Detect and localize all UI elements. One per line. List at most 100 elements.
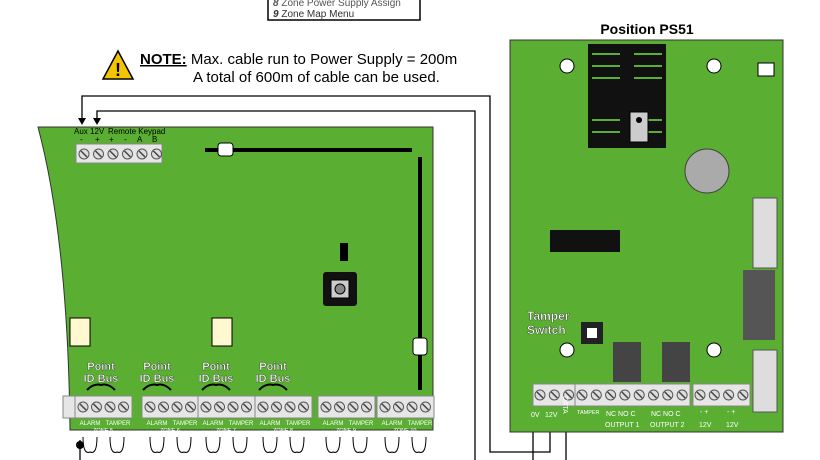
terminal-screw[interactable]: [723, 389, 735, 401]
terminal-screw[interactable]: [298, 401, 309, 413]
label: ZONE 9: [336, 428, 356, 434]
label: ZONE 5: [93, 428, 113, 434]
label: Remote Keypad: [108, 127, 165, 136]
label: ALARM: [260, 421, 281, 427]
terminal-screw[interactable]: [136, 148, 148, 160]
menu-box: 8 Zone Power Supply Assign 9 Zone Map Me…: [267, 0, 421, 21]
terminal-screw[interactable]: [271, 401, 282, 413]
terminal-screw[interactable]: [334, 401, 345, 413]
label: NC NO C: [606, 411, 636, 418]
label: ZONE 10: [394, 428, 417, 434]
terminal-screw[interactable]: [241, 401, 252, 413]
terminal-screw[interactable]: [676, 389, 688, 401]
terminal-screw[interactable]: [257, 401, 269, 413]
label: Point: [259, 361, 287, 373]
label: Point: [202, 361, 230, 373]
terminal-screw[interactable]: [91, 401, 102, 413]
label: Tamper: [527, 309, 570, 323]
terminal-screw[interactable]: [737, 389, 749, 401]
terminal-screw[interactable]: [118, 401, 129, 413]
terminal-screw[interactable]: [93, 148, 104, 160]
terminal-screw[interactable]: [227, 401, 239, 413]
label: +: [109, 135, 114, 144]
terminal-screw[interactable]: [361, 401, 372, 413]
terminal-screw[interactable]: [144, 401, 156, 413]
label: Zone Map Menu: [281, 9, 354, 20]
terminal-screw[interactable]: [393, 401, 404, 413]
terminal-screw[interactable]: [708, 389, 720, 401]
reset-button: [323, 272, 357, 306]
label: B: [152, 135, 157, 144]
terminal-screw[interactable]: [590, 389, 602, 401]
label: OUTPUT 1: [605, 422, 640, 429]
label: TAMPER: [349, 421, 374, 427]
terminal-screw[interactable]: [633, 389, 645, 401]
terminal-screw[interactable]: [320, 401, 332, 413]
terminal-screw[interactable]: [662, 389, 674, 401]
label: TAMPER: [173, 421, 198, 427]
label: TAMPER: [106, 421, 131, 427]
label: A total of 600m of cable can be used.: [193, 69, 440, 86]
terminal-screw[interactable]: [534, 389, 546, 401]
terminal-screw[interactable]: [104, 401, 116, 413]
label: Aux 12V: [74, 127, 105, 136]
label: TAMPER: [408, 421, 433, 427]
psu-terminal-block: [532, 383, 576, 407]
label: ID Bus: [84, 373, 119, 385]
label: +: [95, 135, 100, 144]
terminal-screw[interactable]: [563, 389, 575, 401]
label: DATA: [561, 396, 568, 414]
terminal-screw[interactable]: [107, 148, 119, 160]
svg-text:9 Zone Map Menu: 9 Zone Map Menu: [273, 9, 354, 20]
terminal-screw[interactable]: [605, 389, 617, 401]
label: ZONE 7: [216, 428, 236, 434]
svg-text:NOTE: Max. cable run to Power: NOTE: Max. cable run to Power Supply = 2…: [140, 51, 457, 68]
terminal-screw[interactable]: [77, 401, 89, 413]
svg-text:8 Zone Power Supply Assign: 8 Zone Power Supply Assign: [273, 0, 401, 9]
terminal-screw[interactable]: [185, 401, 196, 413]
label: 0V: [531, 412, 540, 419]
label: ZONE 6: [160, 428, 180, 434]
terminal-screw[interactable]: [158, 401, 169, 413]
label: 8: [273, 0, 279, 9]
control-panel-board: Aux 12V Remote Keypad - + + - A B PointI…: [37, 126, 435, 453]
ps-title: Position PS51: [600, 21, 694, 37]
terminal-screw[interactable]: [200, 401, 212, 413]
terminal-screw[interactable]: [648, 389, 659, 401]
label: ALARM: [382, 421, 403, 427]
label: ID Bus: [199, 373, 234, 385]
terminal-screw[interactable]: [548, 389, 560, 401]
label: 12V: [545, 412, 558, 419]
terminal-screw[interactable]: [347, 401, 359, 413]
label: ALARM: [323, 421, 344, 427]
terminal-screw[interactable]: [284, 401, 296, 413]
terminal-screw[interactable]: [576, 389, 588, 401]
terminal-screw[interactable]: [420, 401, 431, 413]
psu-terminal-block: [692, 383, 751, 407]
terminal-screw[interactable]: [379, 401, 391, 413]
terminal-screw[interactable]: [78, 148, 90, 160]
heatsink: [588, 44, 666, 148]
label: 9: [273, 9, 279, 20]
wire-junction: [76, 441, 84, 449]
terminal-screw[interactable]: [122, 148, 133, 160]
label: - +: [700, 409, 708, 416]
terminal-screw[interactable]: [619, 389, 631, 401]
terminal-screw[interactable]: [171, 401, 183, 413]
terminal-screw[interactable]: [214, 401, 225, 413]
terminal-screw[interactable]: [694, 389, 706, 401]
terminal-screw[interactable]: [151, 148, 162, 160]
label: TAMPER: [577, 410, 600, 416]
terminal-screw[interactable]: [406, 401, 418, 413]
label: ALARM: [147, 421, 168, 427]
label: ID Bus: [140, 373, 175, 385]
